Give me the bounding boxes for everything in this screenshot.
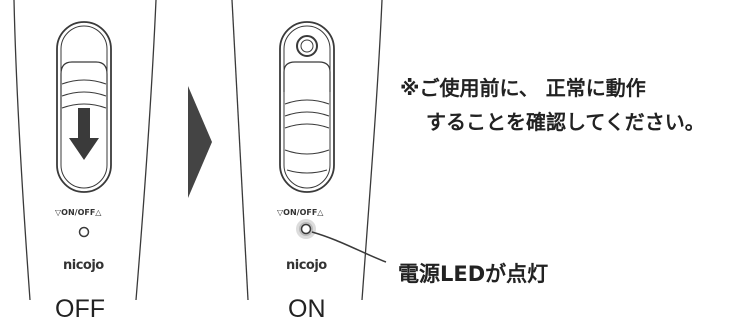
led-off-icon <box>78 226 90 238</box>
led-callout-label: 電源LEDが点灯 <box>398 262 549 286</box>
device-off <box>13 0 157 301</box>
switch-marking-off: ▽ON/OFF△ <box>55 208 102 217</box>
device-off-body-right-edge <box>135 0 157 301</box>
device-on-body-right-edge <box>361 0 383 301</box>
switch-track-on <box>279 21 335 193</box>
led-callout-line <box>311 231 387 263</box>
switch-track-off <box>56 21 112 193</box>
state-label-on: ON <box>288 295 326 323</box>
down-arrow-icon <box>69 108 99 160</box>
device-off-body-left-edge <box>13 0 31 301</box>
transition-arrow-icon <box>188 86 212 198</box>
led-on-icon <box>300 223 312 235</box>
note-line-2: することを確認してください。 <box>426 110 705 134</box>
note-line-1: ※ご使用前に、 正常に動作 <box>400 76 646 100</box>
logo-on: nicojo <box>286 258 327 273</box>
switch-knob-on <box>283 61 331 174</box>
device-on <box>231 0 387 301</box>
switch-marking-on: ▽ON/OFF△ <box>277 208 324 217</box>
switch-knob-off <box>60 61 108 120</box>
device-on-body-left-edge <box>231 0 249 301</box>
state-label-off: OFF <box>55 295 105 323</box>
switch-window-icon <box>296 35 318 57</box>
logo-off: nicojo <box>63 258 104 273</box>
